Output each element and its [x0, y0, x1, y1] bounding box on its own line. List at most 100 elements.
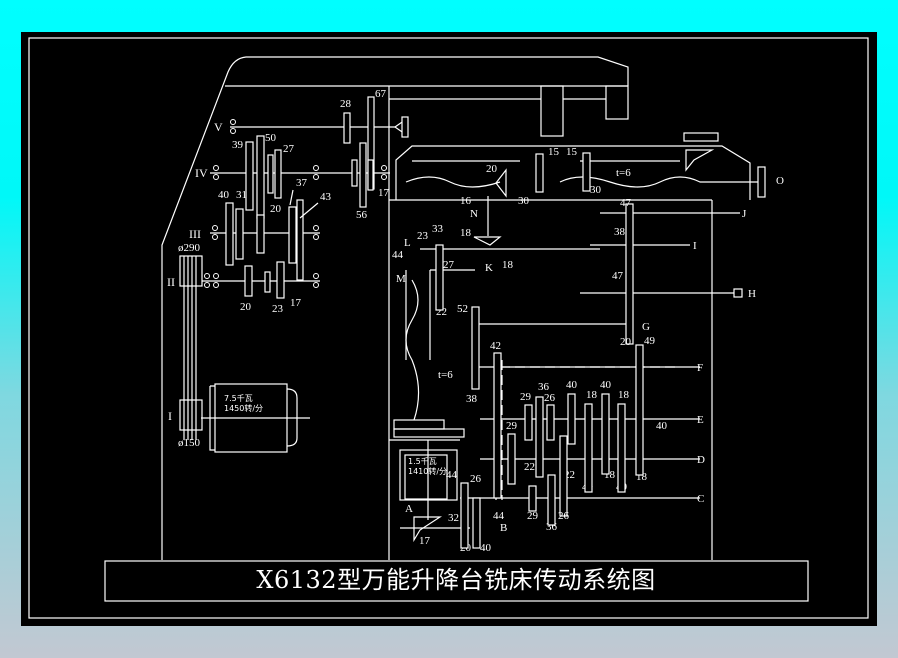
svg-text:15: 15: [566, 146, 578, 158]
drawing-title: X6132型万能升降台铣床传动系统图: [256, 566, 655, 594]
svg-text:G: G: [642, 321, 650, 333]
svg-text:56: 56: [356, 209, 368, 221]
svg-text:t=6: t=6: [616, 167, 631, 179]
svg-text:II: II: [167, 275, 175, 289]
shaft-II: II 20 23 17: [167, 261, 320, 315]
svg-text:38: 38: [614, 226, 626, 238]
svg-text:40: 40: [218, 189, 230, 201]
svg-text:39: 39: [232, 139, 244, 151]
svg-text:47: 47: [612, 270, 624, 282]
svg-text:IV: IV: [195, 166, 208, 180]
svg-text:18: 18: [604, 469, 616, 481]
svg-text:67: 67: [375, 88, 387, 100]
transmission-diagram: X6132型万能升降台铣床传动系统图 V 28: [28, 37, 869, 619]
svg-text:40: 40: [656, 420, 668, 432]
svg-text:16: 16: [460, 195, 472, 207]
svg-text:N: N: [470, 208, 478, 220]
svg-text:31: 31: [236, 189, 247, 201]
svg-text:I: I: [168, 409, 172, 423]
svg-text:J: J: [742, 208, 747, 220]
svg-text:1.5千瓦: 1.5千瓦: [408, 456, 437, 466]
svg-text:22: 22: [524, 461, 535, 473]
svg-text:22: 22: [564, 469, 575, 481]
svg-text:23: 23: [417, 230, 429, 242]
svg-text:18: 18: [636, 471, 648, 483]
svg-text:36: 36: [546, 521, 558, 533]
svg-text:32: 32: [448, 512, 459, 524]
svg-text:22: 22: [436, 306, 447, 318]
svg-text:III: III: [189, 227, 201, 241]
svg-text:C: C: [697, 493, 704, 505]
svg-text:20: 20: [486, 163, 498, 175]
svg-text:26: 26: [470, 473, 482, 485]
svg-text:40: 40: [480, 542, 492, 554]
vertical-shaft-N: 16 N 18 18 K L 33 23 44 27 22 52: [392, 195, 600, 318]
svg-text:30: 30: [518, 195, 530, 207]
svg-text:47: 47: [620, 197, 632, 209]
svg-text:50: 50: [265, 132, 277, 144]
svg-text:44: 44: [446, 469, 458, 481]
svg-text:27: 27: [443, 259, 455, 271]
drawing-border: [28, 37, 869, 619]
svg-text:L: L: [404, 237, 411, 249]
svg-text:44: 44: [392, 249, 404, 261]
svg-text:7.5千瓦: 7.5千瓦: [224, 393, 253, 403]
vertical-screw-M: M t=6: [396, 270, 453, 421]
svg-text:ø150: ø150: [178, 437, 201, 449]
svg-text:40: 40: [566, 379, 578, 391]
svg-text:18: 18: [618, 389, 630, 401]
svg-text:17: 17: [419, 535, 431, 547]
svg-text:1410转/分: 1410转/分: [408, 466, 447, 476]
svg-text:t=6: t=6: [438, 369, 453, 381]
svg-text:40: 40: [600, 379, 612, 391]
svg-text:29: 29: [520, 391, 532, 403]
feed-motor: 1.5千瓦 1410转/分 A B 44 26 44 32 17 20 40 2…: [399, 440, 570, 554]
svg-text:17: 17: [378, 187, 390, 199]
svg-text:A: A: [405, 503, 413, 515]
svg-text:29: 29: [506, 420, 518, 432]
svg-text:43: 43: [320, 191, 332, 203]
svg-text:D: D: [697, 454, 705, 466]
svg-text:17: 17: [290, 297, 302, 309]
svg-text:49: 49: [644, 335, 656, 347]
svg-text:15: 15: [548, 146, 560, 158]
svg-text:20: 20: [620, 336, 632, 348]
svg-text:33: 33: [432, 223, 444, 235]
shaft-IV: IV 39 50 27 40 31 56 17: [195, 132, 390, 221]
svg-text:23: 23: [272, 303, 284, 315]
svg-text:26: 26: [544, 392, 556, 404]
svg-text:18: 18: [586, 389, 598, 401]
machine-outline: [161, 56, 751, 560]
svg-text:37: 37: [296, 177, 308, 189]
svg-text:26: 26: [558, 510, 570, 522]
svg-text:44: 44: [493, 510, 505, 522]
svg-text:38: 38: [466, 393, 478, 405]
svg-text:M: M: [396, 273, 406, 285]
table-mechanism: O O 15 15 30 20 30 t=6: [405, 132, 784, 207]
svg-text:36: 36: [538, 381, 550, 393]
shaft-V: V 28 67: [214, 88, 409, 190]
svg-text:K: K: [485, 262, 493, 274]
svg-text:H: H: [748, 288, 756, 300]
feed-gearbox: F E D C 42 38 36 40 40 18 18 49 29 26 29…: [460, 335, 705, 517]
svg-text:1450转/分: 1450转/分: [224, 403, 263, 413]
svg-text:20: 20: [240, 301, 252, 313]
svg-text:F: F: [697, 362, 703, 374]
main-motor: 7.5千瓦 1450转/分: [209, 383, 298, 453]
svg-text:42: 42: [490, 340, 501, 352]
feed-shafts: J I H G 47 38 47 20: [471, 197, 756, 390]
svg-text:18: 18: [460, 227, 472, 239]
svg-text:20: 20: [270, 203, 282, 215]
svg-text:29: 29: [527, 510, 539, 522]
svg-text:28: 28: [340, 98, 352, 110]
svg-text:30: 30: [590, 184, 602, 196]
shaft-III: III 20 37 43: [189, 177, 332, 281]
svg-text:O: O: [776, 175, 784, 187]
svg-text:ø290: ø290: [178, 242, 201, 254]
drawing-canvas: X6132型万能升降台铣床传动系统图 V 28: [21, 32, 877, 626]
svg-text:E: E: [697, 414, 704, 426]
svg-text:V: V: [214, 120, 223, 134]
svg-text:52: 52: [457, 303, 468, 315]
title-block: [104, 560, 809, 602]
svg-text:18: 18: [502, 259, 514, 271]
